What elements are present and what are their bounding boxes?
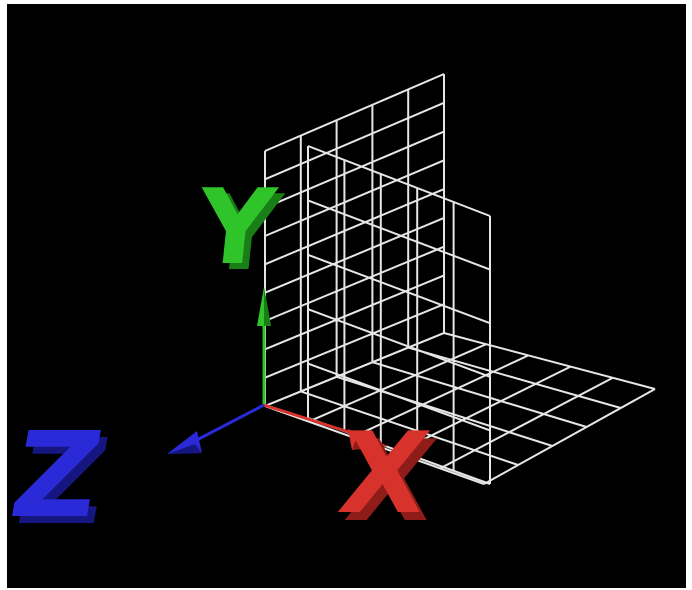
back-grid-plane-line	[264, 245, 445, 322]
back-grid-plane-line	[264, 73, 445, 152]
floor-grid-plane-line	[407, 346, 622, 409]
x-axis: X X	[263, 403, 444, 547]
y-axis-arrowhead-shade	[264, 287, 271, 326]
mid-grid-plane-line	[307, 253, 491, 325]
back-grid-plane-line	[264, 130, 445, 209]
floor-grid-plane-line	[352, 354, 529, 439]
floor-grid-plane-line	[483, 388, 656, 485]
z-axis-line	[192, 403, 265, 444]
floor-grid-plane-line	[300, 390, 519, 466]
back-grid-plane-line	[264, 159, 445, 237]
back-grid-plane-line	[264, 274, 445, 351]
y-axis-label-shadow: Y	[197, 172, 289, 294]
axis-grid-diagram: Y Y X X Z Z	[7, 4, 686, 588]
back-grid-plane-line	[264, 303, 445, 379]
mid-grid-plane-line	[307, 362, 491, 432]
floor-grid-plane-line	[395, 365, 572, 454]
z-axis-arrowhead-shade	[167, 444, 202, 454]
grid-planes	[264, 73, 656, 485]
x-axis-label-shadow: X	[339, 417, 444, 547]
floor-grid-plane-line	[372, 361, 587, 428]
mid-grid-plane-line	[307, 199, 491, 271]
back-grid-plane-line	[264, 188, 445, 266]
floor-grid-plane-line	[264, 332, 445, 407]
viewport-background	[7, 4, 686, 588]
mid-grid-plane-line	[307, 145, 491, 217]
x-axis-label: X	[332, 409, 437, 539]
floor-grid-plane-line	[308, 343, 487, 423]
y-axis: Y Y	[190, 166, 288, 405]
back-grid-plane-line	[264, 101, 445, 181]
back-grid-plane-line	[264, 216, 445, 294]
floor-grid-plane-line	[443, 332, 656, 390]
3d-viewport: Y Y X X Z Z	[7, 4, 686, 588]
y-axis-label: Y	[190, 166, 282, 288]
x-axis-line	[263, 403, 356, 436]
mid-grid-plane-line	[307, 308, 491, 378]
floor-grid-plane-line	[439, 376, 614, 470]
x-axis-arrowhead-shade	[352, 441, 388, 450]
